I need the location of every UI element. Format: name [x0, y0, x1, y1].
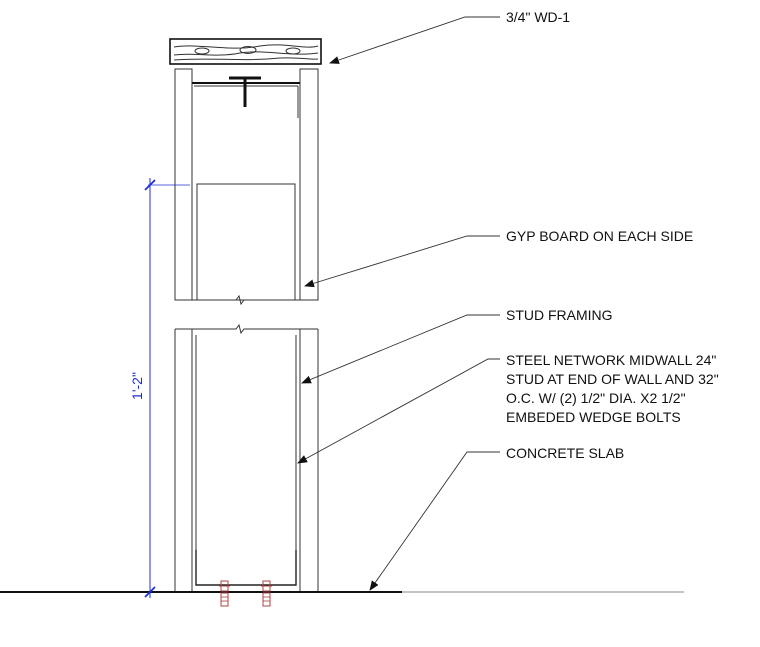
wood-cap [169, 38, 322, 65]
leader-lines [297, 16, 500, 591]
callout-steel-network-line-4: EMBEDED WEDGE BOLTS [506, 409, 681, 425]
callout-steel-network-line-2: STUD AT END OF WALL AND 32" [506, 371, 719, 387]
wedge-bolt-right [261, 580, 272, 607]
upper-wall-segment [174, 68, 319, 306]
callout-steel-network: STEEL NETWORK MIDWALL 24" STUD AT END OF… [506, 352, 723, 425]
callout-stud-framing: STUD FRAMING [506, 307, 613, 323]
callout-steel-network-line-3: O.C. W/ (2) 1/2" DIA. X2 1/2" [506, 390, 686, 406]
height-dimension: 1'-2" [129, 178, 190, 598]
lower-wall-segment [174, 323, 319, 591]
callout-concrete-slab: CONCRETE SLAB [506, 445, 624, 461]
callout-steel-network-line-1: STEEL NETWORK MIDWALL 24" [506, 352, 716, 368]
wedge-bolt-left [219, 580, 230, 607]
callout-wood-cap: 3/4" WD-1 [506, 9, 570, 25]
height-dimension-label: 1'-2" [129, 372, 145, 400]
callout-gyp-board: GYP BOARD ON EACH SIDE [506, 228, 693, 244]
